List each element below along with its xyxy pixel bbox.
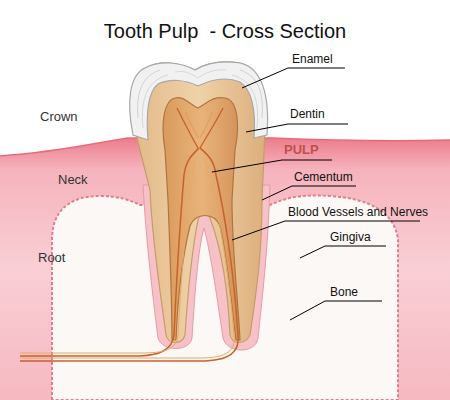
- enamel-texture: [175, 70, 226, 78]
- diagram-title: Tooth Pulp - Cross Section: [0, 20, 450, 42]
- part-label: Cementum: [294, 171, 353, 184]
- dentin-body: [131, 62, 266, 343]
- part-label: PULP: [284, 143, 319, 157]
- part-label: Dentin: [290, 108, 325, 121]
- part-label: Blood Vessels and Nerves: [288, 206, 428, 219]
- leader-line: [300, 246, 386, 258]
- part-label: Bone: [330, 286, 358, 299]
- leader-line: [242, 68, 345, 88]
- part-label: Enamel: [292, 53, 333, 66]
- leader-line: [232, 221, 420, 240]
- enamel-texture: [240, 70, 262, 118]
- blood-vessel-line: [20, 160, 195, 353]
- pulp-chamber: [163, 98, 240, 340]
- leader-line: [246, 124, 348, 132]
- nerve-branch: [177, 108, 198, 148]
- nerve-line: [20, 148, 199, 356]
- nerve-line: [20, 148, 238, 361]
- blood-vessel-branch: [186, 112, 212, 138]
- region-label: Crown: [40, 110, 78, 124]
- leader-line: [290, 301, 382, 320]
- region-label: Root: [38, 251, 65, 265]
- blood-vessel-line: [20, 160, 234, 358]
- leader-line: [262, 186, 356, 200]
- region-label: Neck: [58, 173, 88, 187]
- part-label: Gingiva: [330, 231, 371, 244]
- enamel-texture: [138, 70, 160, 118]
